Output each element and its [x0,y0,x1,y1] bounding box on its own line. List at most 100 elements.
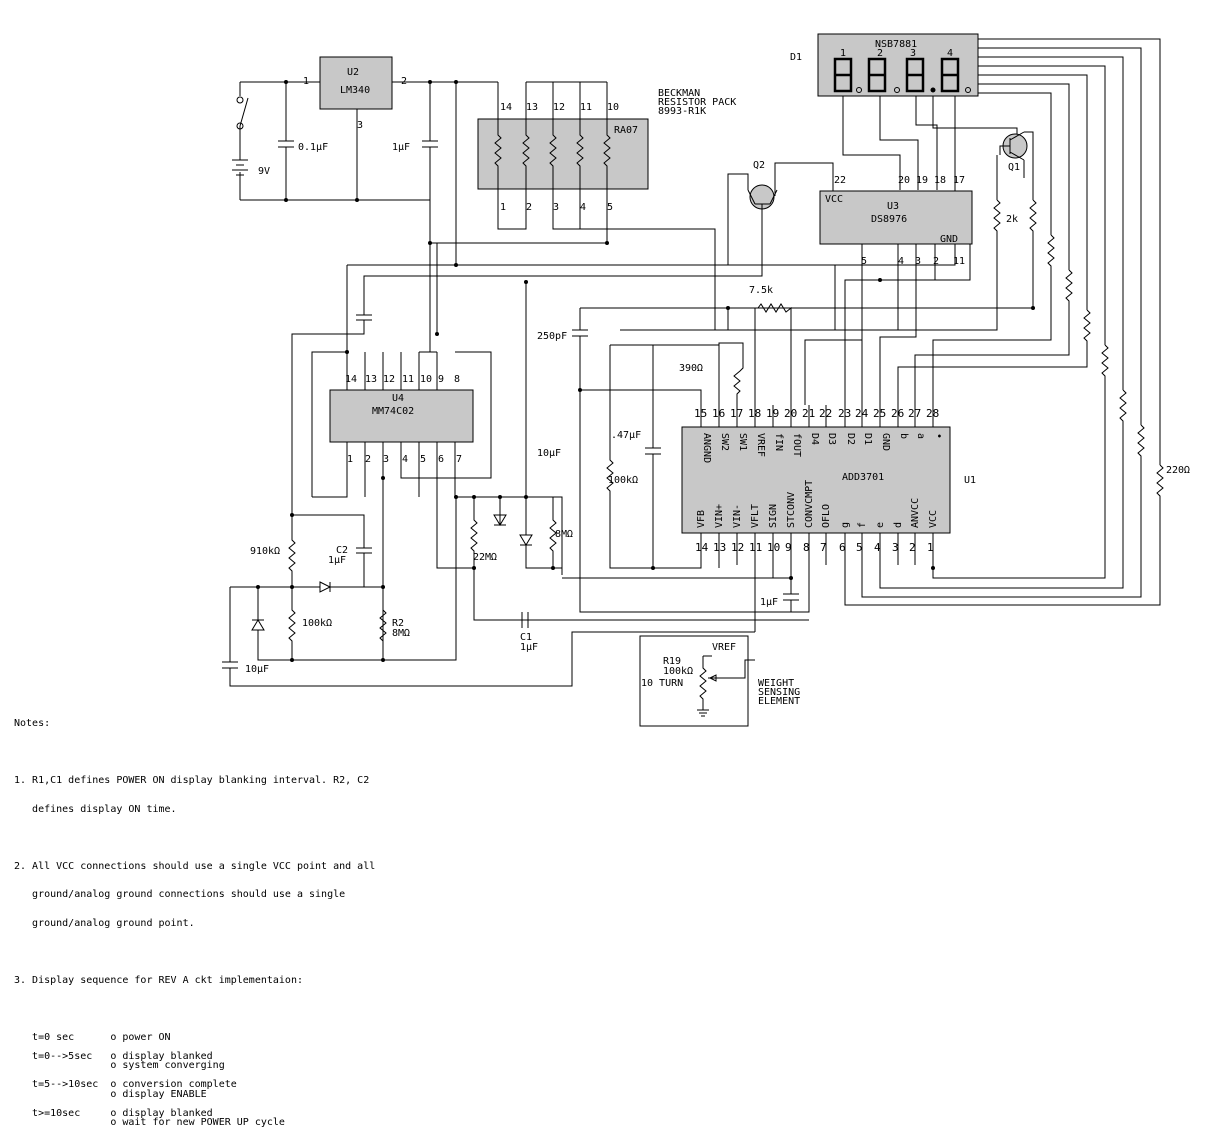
u4-gate: U4 MM74C02 14 13 12 11 10 9 8 1 2 3 4 5 … [291,243,836,660]
svg-text:19: 19 [916,175,928,186]
note-2-line-2: ground/analog ground connections should … [14,889,346,900]
u1-top-label: SW2 [719,433,730,451]
c1-label: C1 [520,632,532,643]
u2-pin3: 3 [357,120,363,131]
display-d1: D1 NSB7881 1 2 3 4 [790,33,1161,465]
cap-0-1uf-label: 0.1µF [298,142,328,153]
u3-part: DS8976 [871,214,907,225]
weight-sensor: R19 100kΩ 10 TURN VREF WEIGHT SENSING EL… [639,635,800,727]
u1-bottom-label: d [893,522,904,528]
svg-text:20: 20 [898,175,910,186]
u3-ref: U3 [887,201,899,212]
ra07-box [477,118,649,190]
u1-bottom-pin-numbers: 14VFB13VIN+12VIN-11VFLT10SIGN9STCONV8CON… [695,480,939,554]
svg-text:1: 1 [347,454,353,465]
r-100k-a-label: 100kΩ [608,475,638,486]
u1-top-label: D3 [826,433,837,445]
r2-value: 8MΩ [392,628,410,639]
u1-top-label: D2 [845,433,856,445]
svg-text:1: 1 [500,202,506,213]
ra07-ref: RA07 [614,125,638,136]
sequence-line: t=0 sec o power ON [14,1031,171,1043]
svg-text:1: 1 [840,48,846,59]
ra07-top-pins: 14 13 12 11 10 [500,102,619,113]
u1-bottom-pin: 4 [874,541,881,554]
cap-047uf-label: .47µF [611,430,641,441]
svg-text:17: 17 [953,175,965,186]
r-2k-label: 2k [1006,214,1018,225]
u1-top-label: D4 [809,433,820,445]
r-220-label: 220Ω [1166,465,1190,476]
u1-bottom-pin: 6 [839,541,846,554]
svg-text:7: 7 [456,454,462,465]
r-910k-label: 910kΩ [250,546,280,557]
d1-part: NSB7881 [875,39,917,50]
note-1-line-1: 1. R1,C1 defines POWER ON display blanki… [14,775,370,786]
ra07-bottom-pins: 1 2 3 4 5 [500,202,613,213]
svg-text:4: 4 [898,256,904,267]
cap-10uf-label: 10µF [537,448,561,459]
u1-top-label: ANGND [701,433,712,463]
svg-text:4: 4 [947,48,953,59]
note-3: 3. Display sequence for REV A ckt implem… [14,974,303,986]
u3-driver: VCC U3 DS8976 GND 20 19 18 17 22 5 4 3 2… [456,96,973,405]
svg-text:3: 3 [915,256,921,267]
u1-top-label: • [933,433,944,439]
svg-text:5: 5 [420,454,426,465]
q1-transistor: Q1 2k 220Ω [580,131,1190,606]
u1-bottom-pin: 5 [856,541,863,554]
battery-voltage: 9V [258,166,270,177]
svg-text:13: 13 [365,374,377,385]
sequence-line: t=0-->5sec o display blanked [14,1050,213,1062]
svg-text:2: 2 [526,202,532,213]
svg-text:11: 11 [580,102,592,113]
u1-top-label: SW1 [737,433,748,451]
u2-regulator [319,56,393,110]
sequence-line: t>=10sec o display blanked [14,1107,213,1119]
svg-text:3: 3 [553,202,559,213]
svg-text:9: 9 [438,374,444,385]
u4-bottom-pins: 1 2 3 4 5 6 7 [347,454,462,465]
u1-top-label: fIN [773,433,784,451]
u1-bottom-pin: 2 [909,541,916,554]
sequence-line: t=5-->10sec o conversion complete [14,1079,237,1090]
power-section: U2 LM340 1 2 3 9V 0.1µF 1µF [232,56,498,282]
q2-ref: Q2 [753,160,765,171]
svg-text:6: 6 [438,454,444,465]
notes-heading: Notes: [14,718,51,729]
sequence-line: o display ENABLE [14,1088,207,1100]
svg-text:10: 10 [420,374,432,385]
q2-transistor: Q2 [363,160,778,300]
u1-bottom-pin: 11 [749,541,762,554]
svg-text:22: 22 [834,175,846,186]
svg-text:5: 5 [861,256,867,267]
weight-line2: SENSING [758,687,800,698]
u1-bottom-label: f [857,522,868,528]
svg-text:10: 10 [607,102,619,113]
r-8m-label: 8MΩ [555,529,573,540]
ra07-note-3: 8993-R1K [658,106,706,117]
resistor-pack: RA07 BECKMAN RESISTOR PACK 8993-R1K 14 1… [430,81,736,330]
u1-top-label: VREF [755,433,766,457]
u1-top-label: b [898,433,909,439]
svg-text:8: 8 [454,374,460,385]
cap-250pf-label: 250pF [537,331,567,342]
u1-top-label: a [915,433,926,439]
u1-top-label: fOUT [791,433,802,457]
r-22m-label: 22MΩ [473,552,497,563]
schematic: U2 LM340 1 2 3 9V 0.1µF 1µF RA07 BECKMAN… [222,33,1190,727]
u1-ref: U1 [964,475,976,486]
svg-text:3: 3 [383,454,389,465]
battery-symbol [232,159,248,176]
u1-bottom-pin: 9 [785,541,792,554]
sequence-line: o wait for new POWER UP cycle [14,1117,285,1128]
svg-text:5: 5 [607,202,613,213]
note-2-line-1: 2. All VCC connections should use a sing… [14,860,376,872]
u1-bottom-pin: 12 [731,541,744,554]
ra07-note-1: BECKMAN [658,88,700,99]
svg-text:2: 2 [365,454,371,465]
u3-box [819,190,973,245]
u2-ref: U2 [347,67,359,78]
d1-ref: D1 [790,52,802,63]
svg-text:12: 12 [383,374,395,385]
